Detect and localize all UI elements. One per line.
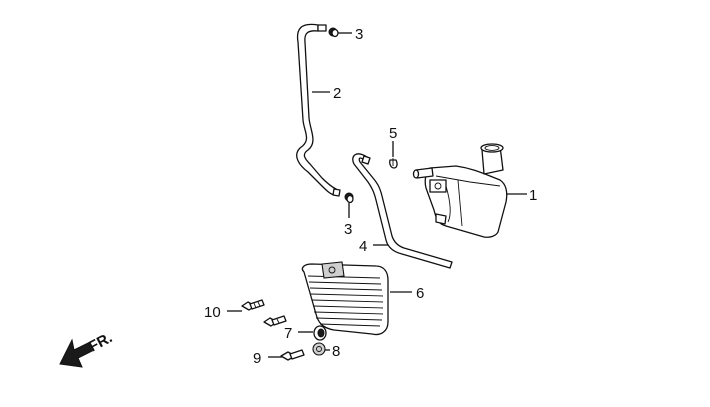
front-direction-arrow-icon [59,338,93,368]
collar [312,342,326,356]
callout-5: 5 [389,125,397,142]
flange-bolt [263,315,287,327]
callout-1: 1 [529,187,537,204]
upper-hose [296,23,341,197]
flange-bolt-9 [280,349,305,361]
callout-9: 9 [253,350,261,367]
reserve-tank [412,143,508,238]
callout-2: 2 [333,85,341,102]
rubber-grommet [313,325,327,341]
flange-bolt-10 [241,299,265,311]
radiator-core [301,261,389,336]
callout-6: 6 [416,285,424,302]
hose-clamp-top [328,27,339,38]
cap-clip [389,158,398,169]
callout-8: 8 [332,343,340,360]
callout-4: 4 [359,238,367,255]
hose-clamp-middle [344,192,354,204]
callout-3-middle: 3 [344,221,352,238]
lower-hose [352,153,453,269]
callout-3-top: 3 [355,26,363,43]
callout-7: 7 [284,325,292,342]
callout-10: 10 [204,304,221,321]
